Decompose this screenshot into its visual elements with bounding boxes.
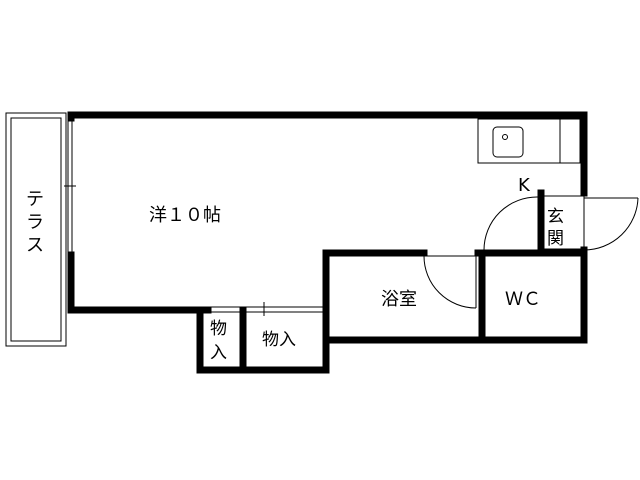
closet-small-label-1: 物: [210, 319, 227, 339]
terrace: [5, 112, 67, 347]
entrance-label-1: 玄: [547, 207, 564, 227]
drain-icon: [502, 134, 508, 140]
terrace-label-3: ス: [26, 235, 44, 256]
bathroom-label: 浴室: [381, 289, 417, 310]
room-door: [483, 196, 539, 251]
bathroom-door: [423, 255, 478, 309]
kitchen-label: K: [518, 175, 531, 196]
terrace-label-1: テ: [26, 189, 44, 210]
entrance-floor: [540, 195, 585, 250]
closet-small-label-2: 入: [210, 343, 227, 363]
closet-large-label: 物入: [262, 330, 296, 350]
sink-icon: [492, 126, 524, 158]
terrace-label-2: ラ: [26, 212, 44, 233]
terrace-sliding-window: [64, 117, 76, 255]
terrace-outer-rail: [5, 112, 67, 347]
western-room-label: 洋１０帖: [149, 205, 221, 226]
walls: [67, 111, 588, 374]
entrance-door: [540, 195, 639, 251]
terrace-inner-rail: [10, 117, 62, 342]
counter: [477, 118, 581, 164]
closet-sliding-door: [208, 302, 326, 316]
toilet-label: ＷＣ: [505, 289, 541, 310]
kitchen-counter: [477, 118, 581, 164]
entrance-label-2: 関: [547, 229, 564, 249]
